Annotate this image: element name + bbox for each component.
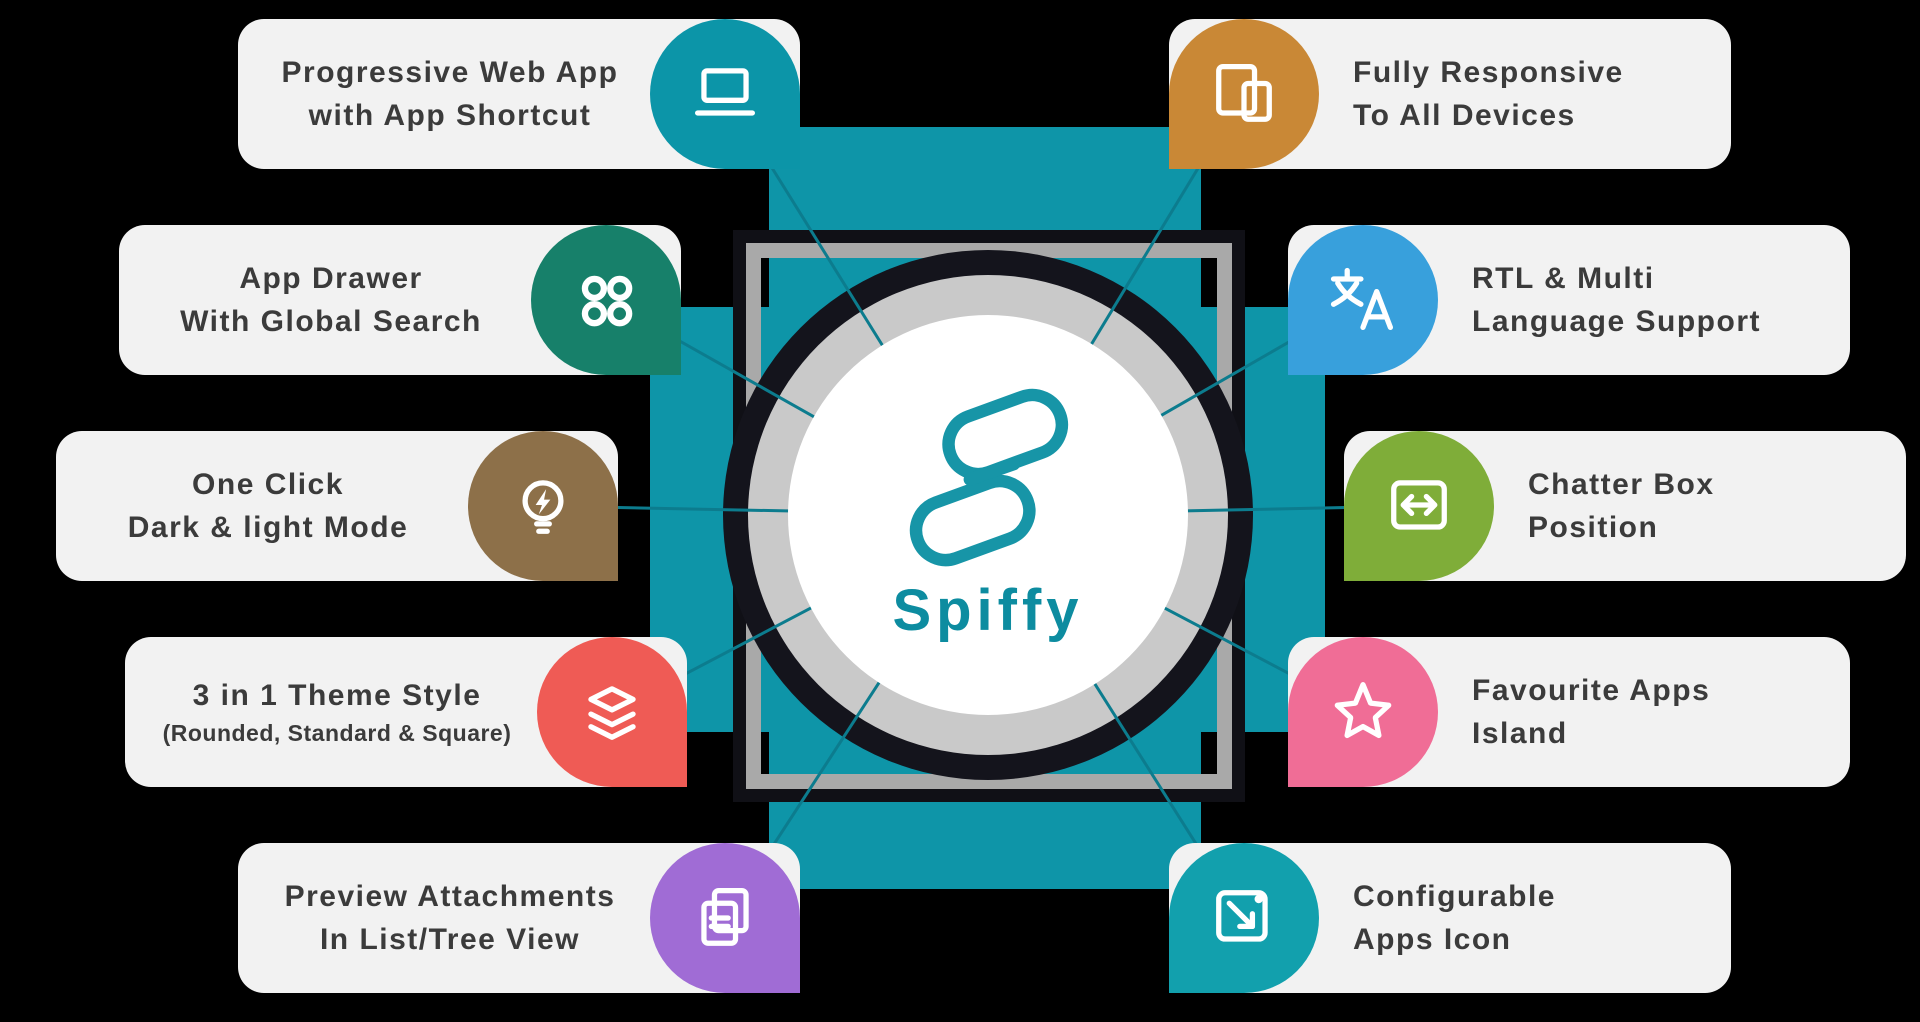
devices-icon [1216, 64, 1272, 122]
spiffy-s-logo-icon [909, 388, 1069, 567]
feature-card-label: One Click Dark & light Mode [56, 463, 468, 550]
app-drawer-icon-badge [531, 225, 681, 375]
app-drawer-icon [581, 275, 633, 327]
feature-card-theme-style: 3 in 1 Theme Style (Rounded, Standard & … [125, 637, 687, 787]
feature-card-label: 3 in 1 Theme Style (Rounded, Standard & … [125, 674, 537, 751]
feature-subline: (Rounded, Standard & Square) [162, 720, 512, 747]
laptop-icon-badge [650, 19, 800, 169]
feature-card-dark-mode: One Click Dark & light Mode [56, 431, 618, 581]
feature-line: With Global Search [180, 305, 482, 338]
chatter-position-icon [1391, 480, 1447, 530]
feature-line: Dark & light Mode [127, 511, 409, 544]
bulb-bolt-icon-badge [468, 431, 618, 581]
feature-line: 3 in 1 Theme Style [192, 678, 482, 712]
feature-line: Language Support [1472, 305, 1761, 338]
feature-line: Island [1472, 717, 1568, 750]
feature-card-chatter-box: Chatter Box Position [1344, 431, 1906, 581]
feature-card-label: Progressive Web App with App Shortcut [238, 51, 650, 138]
feature-line: App Drawer [239, 261, 423, 295]
feature-line: Apps Icon [1353, 923, 1512, 956]
feature-line: Position [1528, 511, 1659, 544]
bulb-bolt-icon [522, 480, 564, 534]
layers-icon [588, 686, 636, 740]
feature-card-label: RTL & Multi Language Support [1438, 257, 1850, 344]
center-logo-panel: Spiffy [788, 315, 1188, 715]
chatter-position-icon-badge [1344, 431, 1494, 581]
feature-line: In List/Tree View [319, 923, 581, 956]
feature-line: To All Devices [1353, 99, 1576, 132]
feature-line: RTL & Multi [1472, 261, 1655, 295]
feature-card-label: Favourite Apps Island [1438, 669, 1850, 756]
documents-icon-badge [650, 843, 800, 993]
feature-line: Configurable [1353, 879, 1556, 913]
layers-icon-badge [537, 637, 687, 787]
feature-line: Chatter Box [1528, 467, 1715, 501]
feature-card-configurable-icons: Configurable Apps Icon [1169, 843, 1731, 993]
feature-card-responsive: Fully Responsive To All Devices [1169, 19, 1731, 169]
feature-card-app-drawer: App Drawer With Global Search [119, 225, 681, 375]
feature-card-label: Chatter Box Position [1494, 463, 1906, 550]
feature-card-preview-attachments: Preview Attachments In List/Tree View [238, 843, 800, 993]
brand-name: Spiffy [892, 578, 1084, 643]
feature-card-favourite-apps: Favourite Apps Island [1288, 637, 1850, 787]
feature-card-label: Preview Attachments In List/Tree View [238, 875, 650, 962]
configure-icon [1216, 890, 1268, 942]
laptop-icon [695, 68, 755, 116]
feature-card-label: App Drawer With Global Search [119, 257, 531, 344]
feature-card-label: Configurable Apps Icon [1319, 875, 1731, 962]
feature-card-pwa: Progressive Web App with App Shortcut [238, 19, 800, 169]
feature-line: with App Shortcut [308, 99, 592, 132]
documents-icon [701, 888, 749, 946]
star-icon-badge [1288, 637, 1438, 787]
feature-line: Fully Responsive [1353, 55, 1624, 89]
translate-icon [1330, 267, 1393, 330]
feature-card-label: Fully Responsive To All Devices [1319, 51, 1731, 138]
devices-icon-badge [1169, 19, 1319, 169]
feature-line: One Click [192, 467, 344, 501]
translate-icon-badge [1288, 225, 1438, 375]
feature-line: Progressive Web App [281, 55, 619, 89]
feature-line: Preview Attachments [284, 879, 616, 913]
configure-icon-badge [1169, 843, 1319, 993]
feature-line: Favourite Apps [1472, 673, 1711, 707]
star-icon [1334, 682, 1392, 739]
feature-card-rtl-language: RTL & Multi Language Support [1288, 225, 1850, 375]
